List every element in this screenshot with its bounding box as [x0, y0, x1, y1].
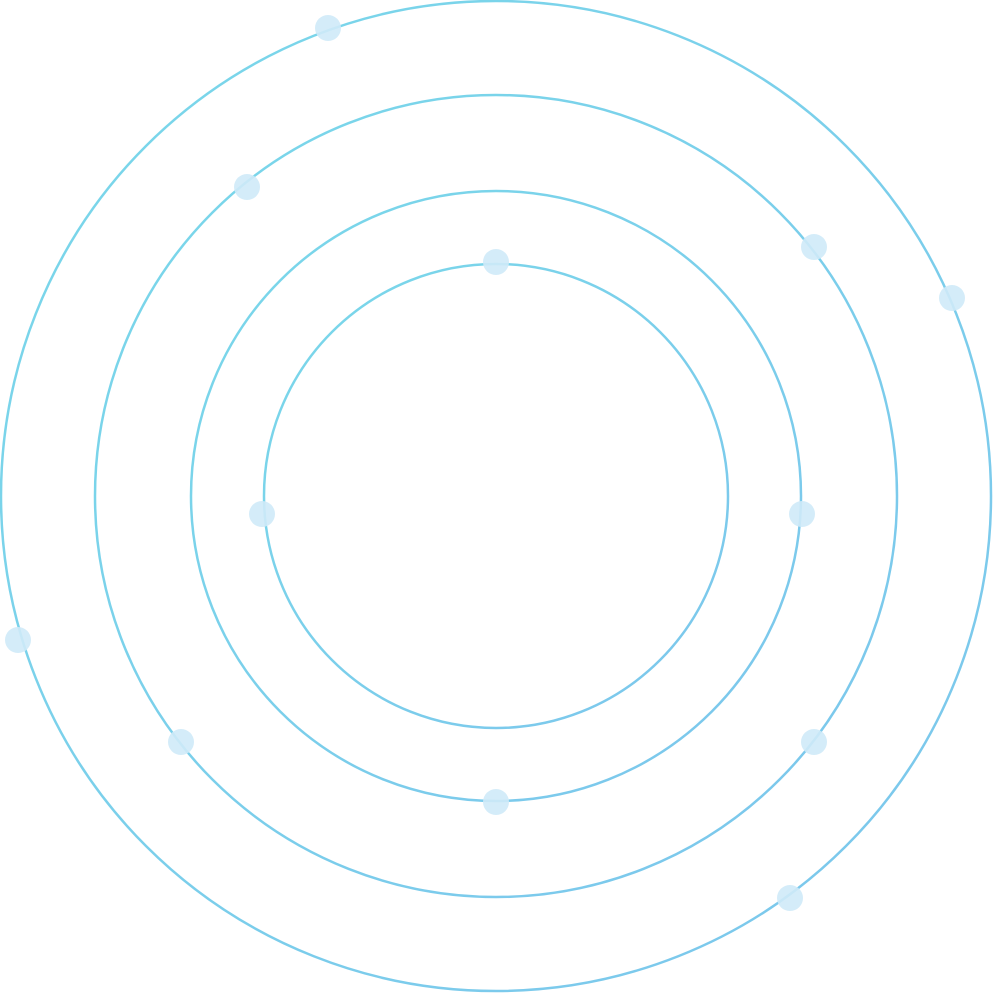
third-ring	[189, 189, 803, 803]
orbit-dot	[801, 729, 827, 755]
inner-ring	[262, 262, 730, 730]
orbit-dot	[939, 285, 965, 311]
orbit-dot	[777, 885, 803, 911]
orbit-dot	[789, 501, 815, 527]
orbit-dot	[234, 174, 260, 200]
orbit-dot	[483, 249, 509, 275]
orbit-dot	[249, 501, 275, 527]
orbit-dot	[315, 15, 341, 41]
second-ring	[93, 93, 899, 899]
orbit-dot	[801, 234, 827, 260]
orbit-dot	[168, 729, 194, 755]
orbit-dot	[5, 627, 31, 653]
orbit-dot	[483, 789, 509, 815]
dots-group	[5, 15, 965, 911]
